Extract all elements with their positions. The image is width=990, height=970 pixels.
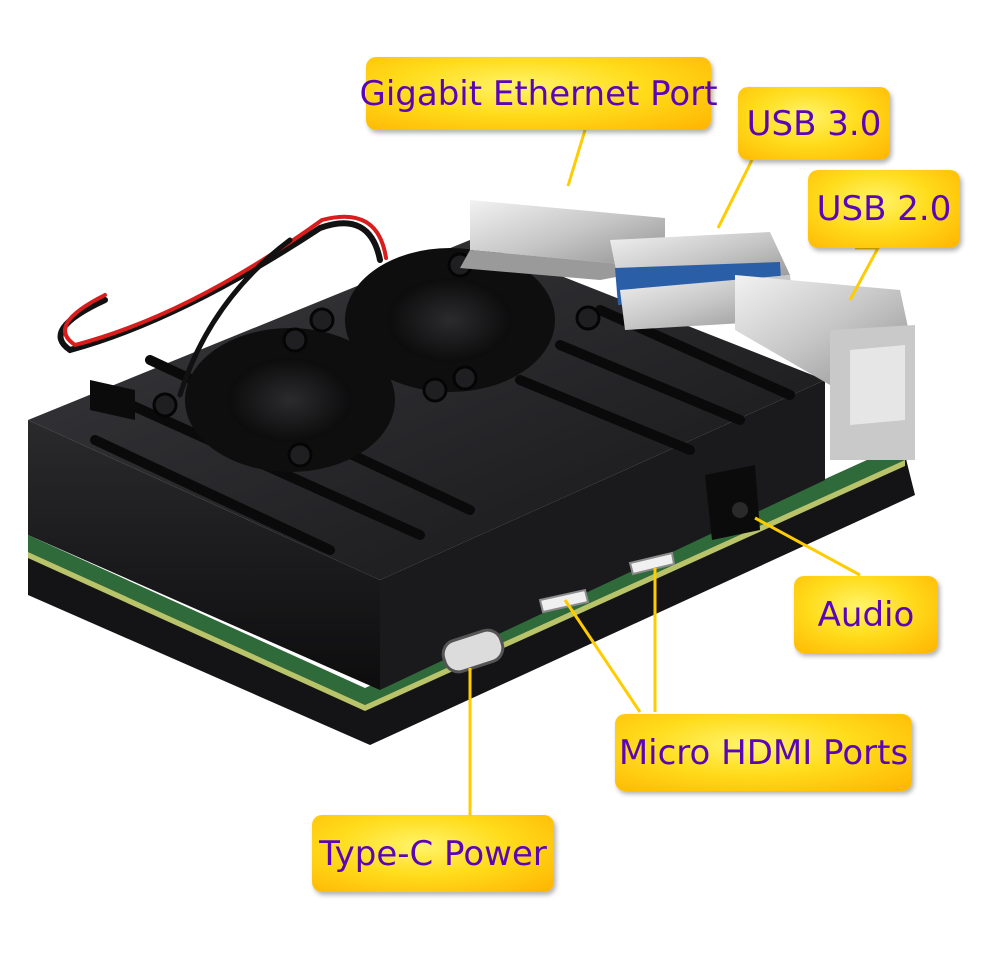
fan-wires bbox=[57, 214, 388, 398]
usb2-port bbox=[735, 275, 915, 460]
label-text: Audio bbox=[817, 594, 915, 635]
label-usb-2: USB 2.0 bbox=[808, 170, 960, 248]
label-audio: Audio bbox=[794, 576, 938, 653]
wire-connector bbox=[90, 380, 135, 420]
label-text: Micro HDMI Ports bbox=[618, 732, 909, 773]
case-right-face bbox=[380, 380, 825, 690]
typec-port bbox=[441, 628, 505, 674]
label-type-c-power: Type-C Power bbox=[312, 815, 554, 892]
audio-jack bbox=[705, 465, 760, 540]
case-bottom-plate bbox=[28, 455, 915, 745]
label-text: USB 3.0 bbox=[746, 103, 882, 144]
label-text: Gigabit Ethernet Port bbox=[359, 73, 718, 114]
cooling-fans bbox=[152, 248, 601, 472]
pcb-board bbox=[28, 445, 905, 705]
case-front-face bbox=[28, 420, 380, 690]
label-usb-3: USB 3.0 bbox=[738, 87, 890, 160]
leader-lines bbox=[468, 129, 881, 815]
label-text: USB 2.0 bbox=[816, 189, 952, 229]
label-gigabit-ethernet-port: Gigabit Ethernet Port bbox=[359, 57, 718, 130]
label-text: Type-C Power bbox=[319, 833, 547, 874]
label-micro-hdmi-ports: Micro HDMI Ports bbox=[615, 714, 912, 791]
